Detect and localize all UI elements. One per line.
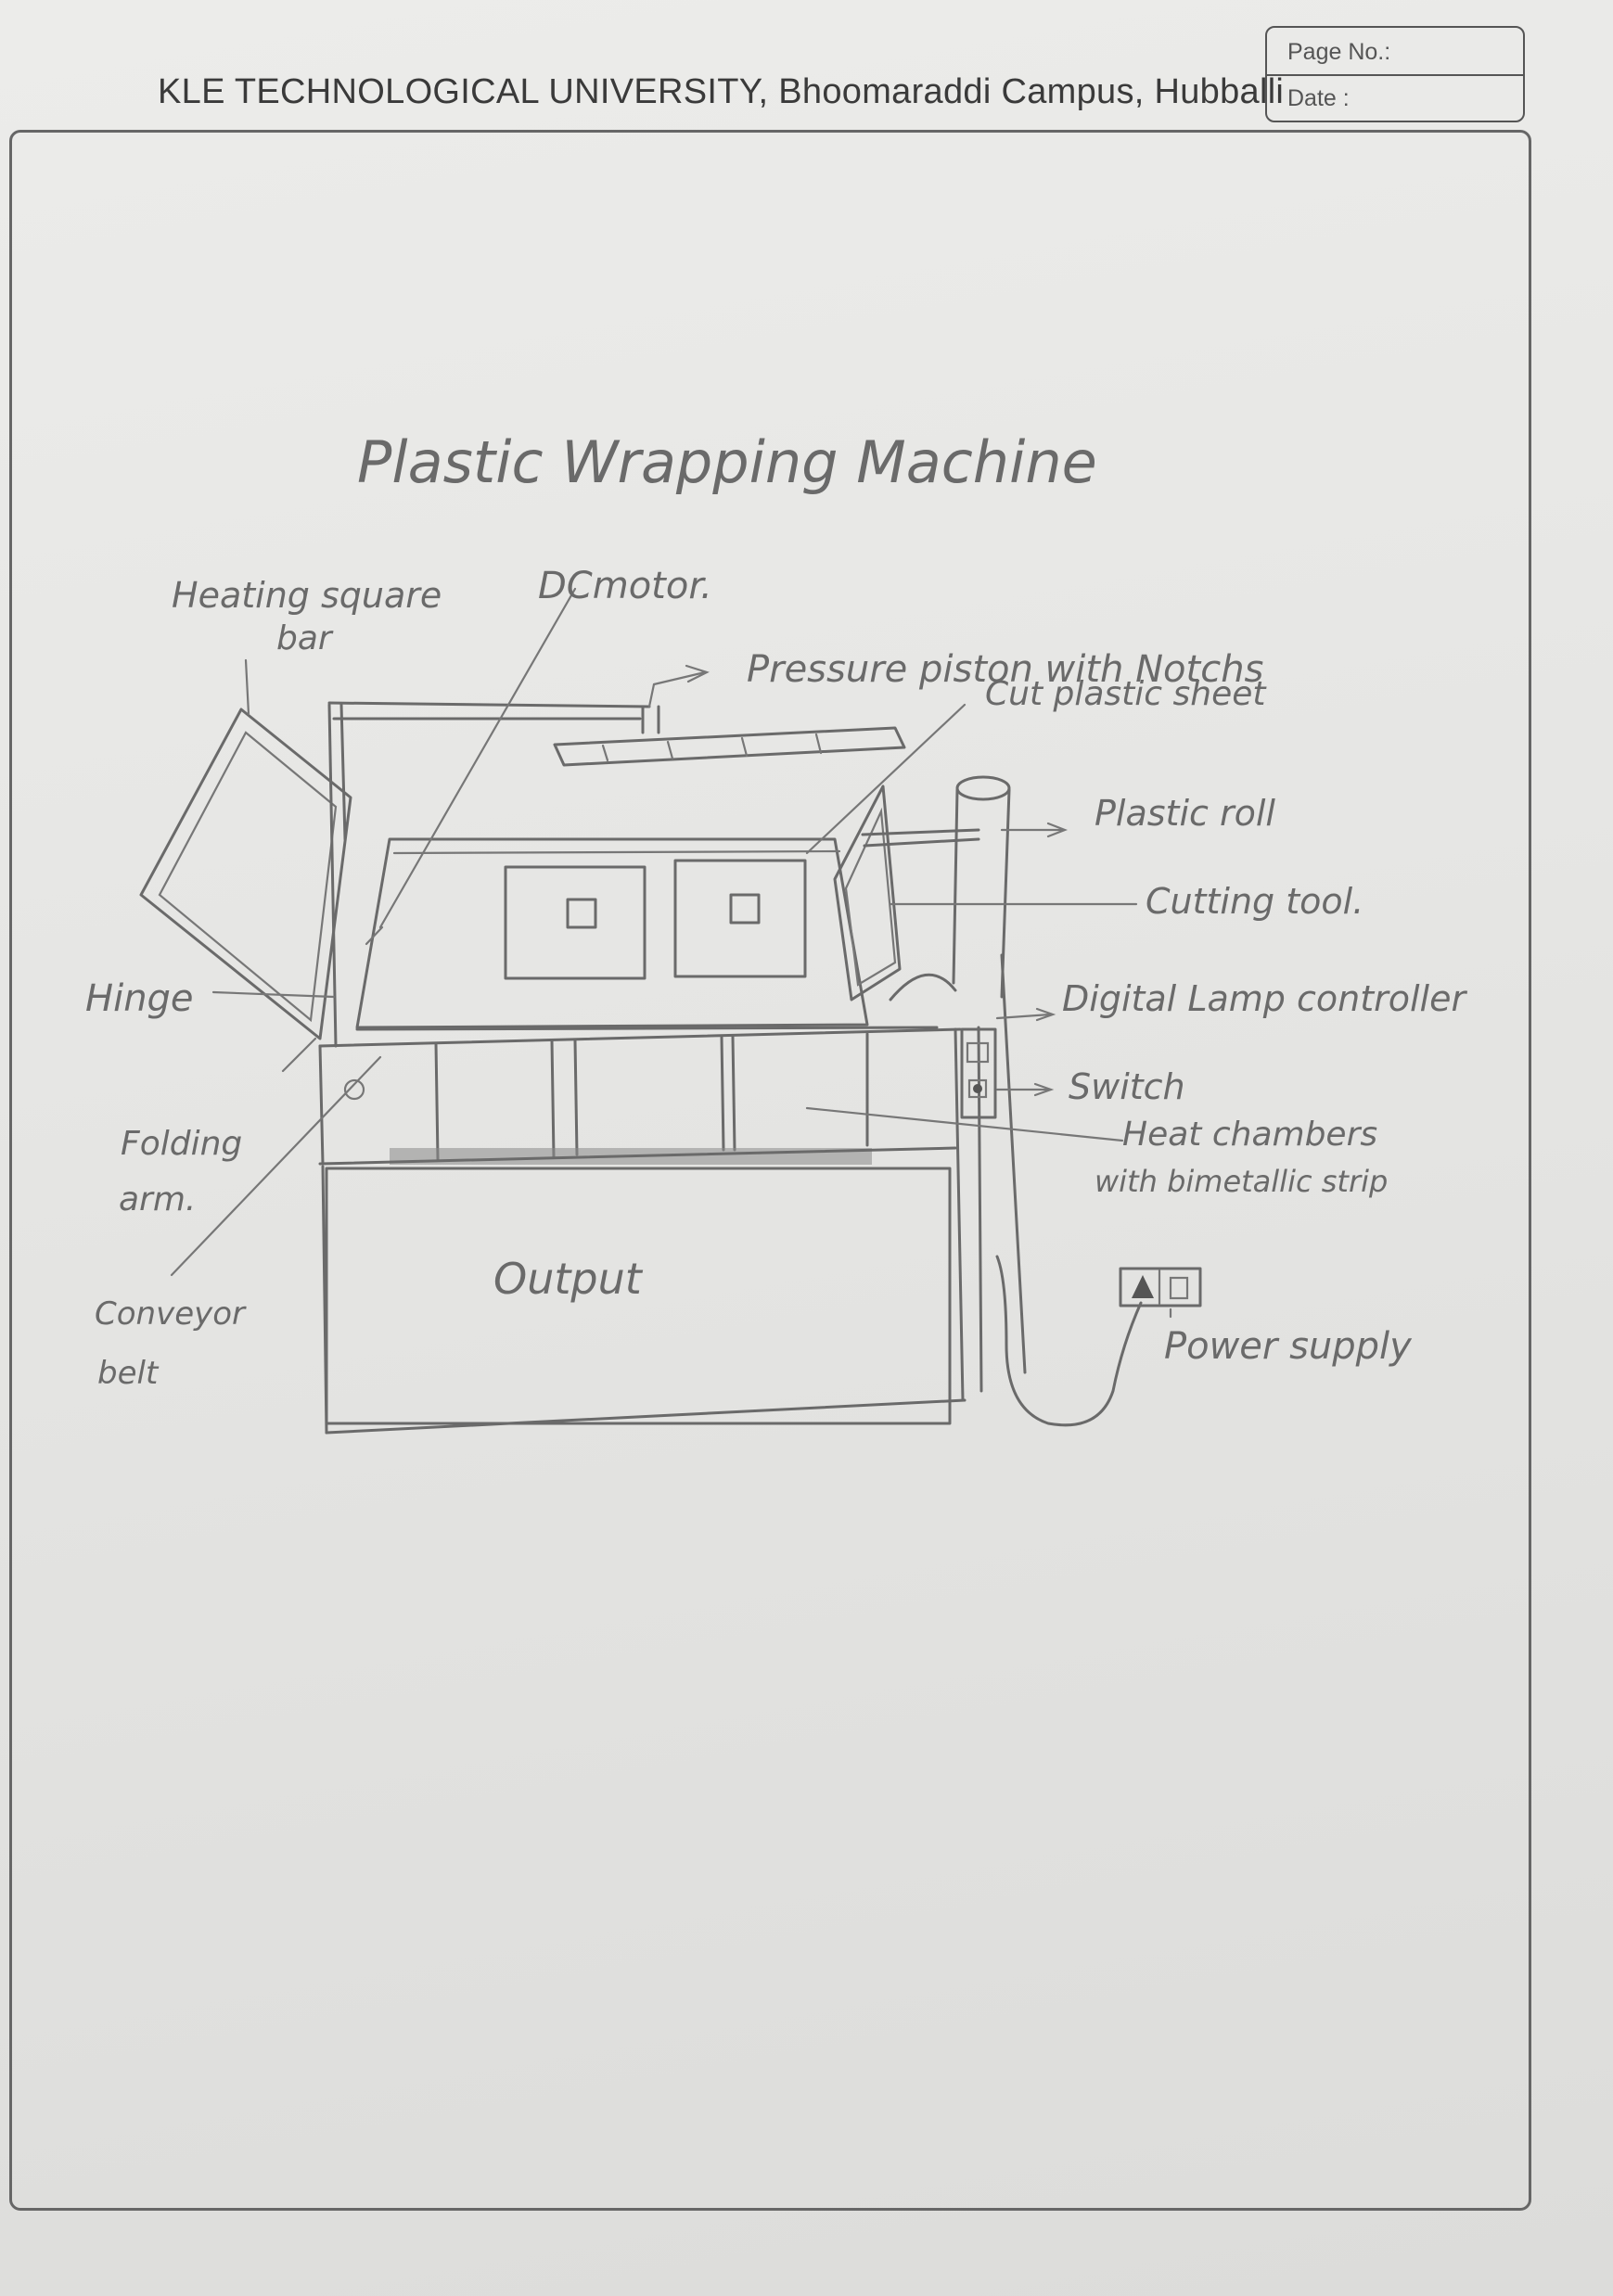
label-heat-chambers: Heat chambers: [1122, 1116, 1377, 1154]
label-heating-bar: bar: [276, 619, 334, 657]
label-cutting-tool: Cutting tool.: [1146, 881, 1363, 922]
label-power-supply: Power supply: [1164, 1325, 1413, 1368]
diagram-title: Plastic Wrapping Machine: [357, 428, 1097, 496]
cutting-tool-and-roll: [835, 777, 1009, 1000]
label-output: Output: [493, 1254, 644, 1304]
machine-body: [320, 839, 1025, 1433]
label-belt: belt: [97, 1355, 160, 1392]
label-arm: arm.: [119, 1180, 196, 1218]
label-conveyor: Conveyor: [95, 1295, 247, 1333]
label-dc-motor: DCmotor.: [538, 565, 712, 607]
label-heat-chambers-2: with bimetallic strip: [1095, 1164, 1388, 1199]
label-folding: Folding: [121, 1125, 242, 1163]
label-heating-square: Heating square: [172, 575, 442, 616]
label-cut-plastic-sheet: Cut plastic sheet: [985, 675, 1267, 713]
label-switch: Switch: [1069, 1066, 1185, 1107]
label-digital-lamp-controller: Digital Lamp controller: [1062, 978, 1467, 1019]
piston-frame: [329, 703, 904, 1046]
label-plastic-roll: Plastic roll: [1095, 793, 1275, 834]
label-hinge: Hinge: [85, 977, 194, 1020]
